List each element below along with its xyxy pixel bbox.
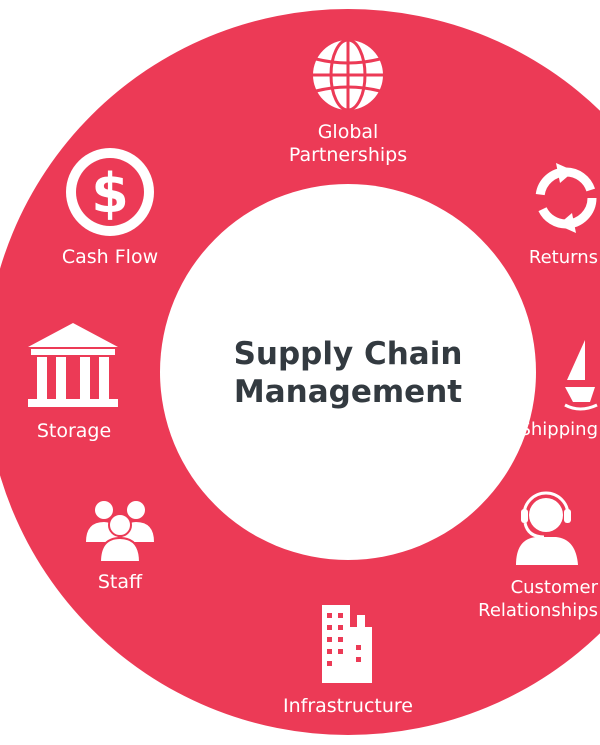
label-returns: Returns: [528, 247, 598, 268]
label-line: Customer: [510, 577, 598, 598]
dollar-coin-icon: $: [66, 148, 154, 236]
label-staff: Staff: [97, 571, 143, 593]
label-line: Global: [317, 121, 379, 143]
people-group-icon: [86, 501, 154, 563]
label-shipping: Shipping: [519, 419, 598, 440]
bank-building-icon: [28, 323, 118, 407]
diagram-title: Supply Chain Management: [160, 335, 536, 411]
headset-user-icon: [516, 491, 578, 565]
label-infrastructure: Infrastructure: [282, 695, 413, 717]
inner-circle: [160, 184, 536, 560]
title-line-2: Management: [233, 374, 463, 410]
label-customer-relationships: Customer Relationships: [478, 576, 598, 622]
label-cash-flow: Cash Flow: [61, 246, 159, 268]
buildings-icon: [322, 605, 372, 683]
label-line: Partnerships: [288, 144, 408, 166]
label-line: Relationships: [478, 600, 598, 621]
label-storage: Storage: [36, 420, 112, 442]
svg-text:$: $: [91, 162, 129, 225]
label-global-partnerships: Global Partnerships: [268, 121, 428, 167]
sailboat-icon: [564, 340, 598, 411]
globe-icon: [312, 38, 384, 112]
refresh-arrows-icon: [535, 163, 597, 233]
title-line-1: Supply Chain: [233, 336, 463, 372]
